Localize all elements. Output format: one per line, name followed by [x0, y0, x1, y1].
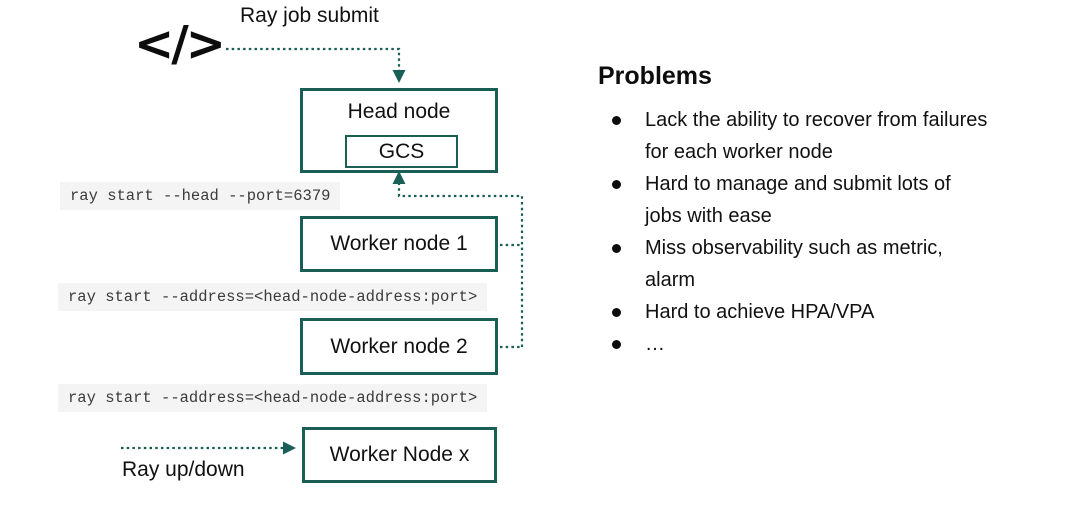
gcs-box: GCS — [345, 135, 458, 168]
worker-node-2-label: Worker node 2 — [330, 334, 468, 358]
problems-list: Lack the ability to recover from failure… — [598, 104, 1058, 360]
worker-node-x-label: Worker Node x — [329, 443, 470, 466]
problem-item: … — [612, 328, 1058, 360]
problems-panel: Problems Lack the ability to recover fro… — [598, 62, 1058, 360]
bullet-icon — [612, 340, 621, 349]
gcs-label: GCS — [378, 139, 425, 163]
worker-node-2-box: Worker node 2 — [300, 318, 498, 375]
head-node-box: Head node GCS — [300, 88, 498, 173]
code-icon: </> — [134, 16, 226, 72]
problem-text: Hard to manage and submit lots of jobs w… — [645, 173, 951, 227]
problem-text: Lack the ability to recover from failure… — [645, 109, 988, 163]
worker-node-1-label: Worker node 1 — [330, 232, 468, 255]
bullet-icon — [612, 180, 621, 189]
ray-updown-label: Ray up/down — [122, 458, 245, 481]
problem-item: Hard to achieve HPA/VPA — [612, 296, 1058, 328]
command-ray-start-head: ray start --head --port=6379 — [60, 182, 341, 210]
problem-text: Hard to achieve HPA/VPA — [645, 301, 875, 323]
problems-title: Problems — [598, 62, 712, 90]
problem-text: Miss observability such as metric, alarm — [645, 237, 943, 291]
bullet-icon — [612, 244, 621, 253]
problem-item: Lack the ability to recover from failure… — [612, 104, 1058, 168]
problem-item: Miss observability such as metric, alarm — [612, 232, 1058, 296]
command-ray-start-address-1: ray start --address=<head-node-address:p… — [58, 283, 488, 311]
problem-item: Hard to manage and submit lots of jobs w… — [612, 168, 1058, 232]
worker-node-1-box: Worker node 1 — [300, 216, 498, 272]
bullet-icon — [612, 308, 621, 317]
head-node-label: Head node — [347, 100, 451, 123]
connector-job-submit-arrow — [226, 47, 406, 83]
ray-job-submit-label: Ray job submit — [240, 4, 379, 27]
bullet-icon — [612, 116, 621, 125]
command-ray-start-address-2: ray start --address=<head-node-address:p… — [58, 384, 488, 412]
worker-node-x-box: Worker Node x — [302, 427, 497, 483]
problem-text: … — [645, 333, 665, 355]
